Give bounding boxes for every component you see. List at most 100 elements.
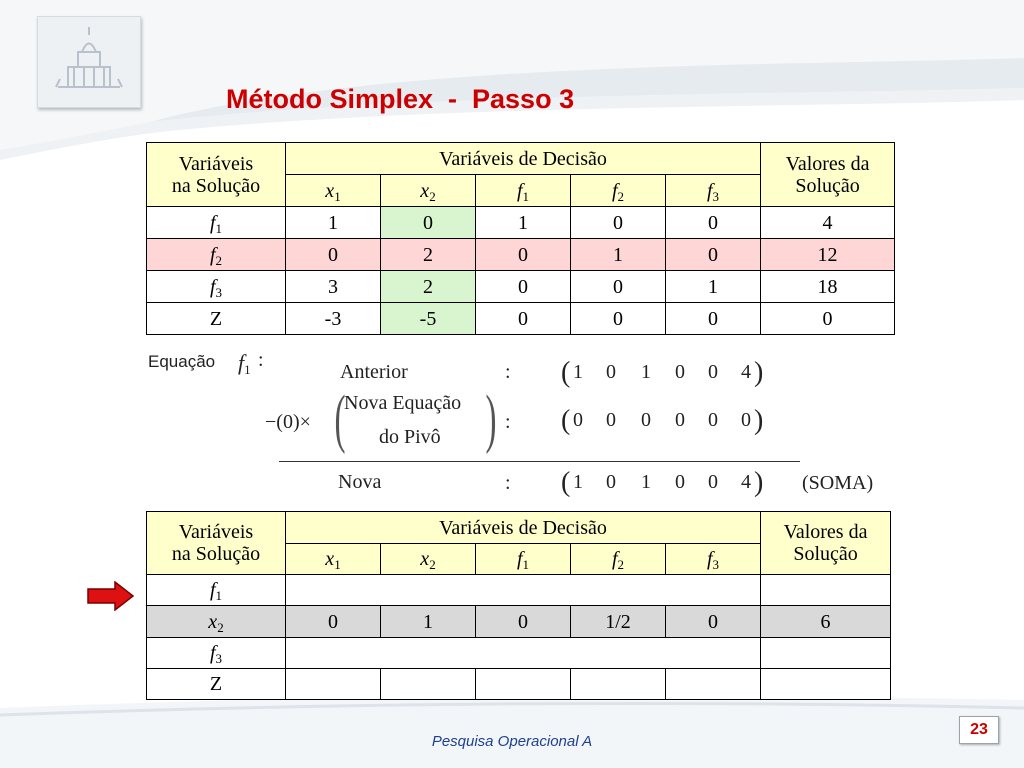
table-row: f1 1 0 1 0 0 4: [146, 206, 896, 239]
table-cell: 0: [570, 302, 666, 335]
column-header: x1: [285, 174, 381, 207]
pivot-column-cell: 0: [380, 206, 476, 239]
close-paren: ): [754, 357, 764, 388]
row-variable: Z: [146, 668, 286, 700]
pivot-value: 0: [641, 409, 651, 431]
column-header: x1: [285, 543, 381, 575]
value-cell: 6: [760, 605, 892, 638]
equation-label: Equação: [148, 352, 216, 371]
table-row: f3: [146, 637, 892, 669]
multiplier: −(0)×: [265, 411, 311, 433]
row-variable: f1: [146, 574, 286, 606]
open-paren: (: [561, 467, 571, 498]
header-decision-variables: Variáveis de Decisão: [284, 142, 762, 175]
anterior-value: 0: [675, 361, 685, 383]
column-header: f1: [475, 174, 571, 207]
nova-value: 0: [708, 471, 718, 493]
pivot-column-cell: 2: [380, 270, 476, 303]
building-icon: [55, 27, 123, 88]
pivot-row: f2 0 2 0 1 0 12: [146, 238, 896, 271]
table-cell: 1: [475, 206, 571, 239]
pivot-value: 0: [708, 409, 718, 431]
table-cell: 1: [664, 270, 762, 303]
table-cell: -3: [285, 302, 381, 335]
pivot-value: 0: [741, 409, 751, 431]
empty-cells: [284, 574, 762, 606]
new-pivot-row: x2 0 1 0 1/2 0 6: [146, 605, 892, 638]
slide-title: Método Simplex - Passo 3: [226, 84, 575, 114]
anterior-value: 0: [708, 361, 718, 383]
empty-cells: [284, 637, 762, 669]
table-row: f3 3 2 0 0 1 18: [146, 270, 896, 303]
open-big-paren: (: [334, 382, 346, 455]
table-row: f1: [146, 574, 892, 606]
table-cell: 0: [475, 302, 571, 335]
nova-value: 1: [573, 471, 583, 493]
value-cell: 12: [760, 238, 896, 271]
table-cell: [380, 668, 476, 700]
value-cell: [760, 637, 892, 669]
pivot-label-line2: do Pivô: [379, 426, 441, 448]
value-cell: [760, 668, 892, 700]
table-cell: 0: [664, 206, 762, 239]
table-cell: 1/2: [570, 605, 666, 638]
table-cell: 0: [664, 605, 762, 638]
table-cell: 0: [664, 302, 762, 335]
table-cell: 0: [475, 238, 571, 271]
table-cell: 1: [380, 605, 476, 638]
value-cell: [760, 574, 892, 606]
table-cell: 1: [570, 238, 666, 271]
anterior-value: 1: [641, 361, 651, 383]
open-paren: (: [561, 356, 571, 389]
footer-course-name: Pesquisa Operacional A: [431, 733, 593, 750]
table-cell: [475, 668, 571, 700]
close-big-paren: ): [485, 382, 497, 455]
value-cell: 4: [760, 206, 896, 239]
column-header: f3: [664, 543, 762, 575]
column-header: f2: [570, 543, 666, 575]
close-paren: ): [754, 467, 764, 498]
page-number: 23: [959, 716, 999, 744]
table-cell: 0: [475, 605, 571, 638]
anterior-value: 0: [606, 361, 616, 383]
right-arrow-icon: [87, 581, 135, 611]
column-header: f1: [475, 543, 571, 575]
table-cell: 1: [285, 206, 381, 239]
anterior-value: 4: [741, 361, 751, 383]
table-cell: 0: [285, 605, 381, 638]
column-header: f2: [570, 174, 666, 207]
row-variable: f2: [146, 238, 286, 271]
pivot-label-line1: Nova Equação: [344, 392, 462, 414]
institution-logo: [37, 16, 141, 108]
table-cell: [664, 668, 762, 700]
row-variable: f3: [146, 637, 286, 669]
soma-label: (SOMA): [802, 472, 874, 494]
close-paren: ): [754, 405, 764, 436]
nova-value: 1: [641, 471, 651, 493]
sum-divider: [279, 461, 800, 462]
header-decision-variables: Variáveis de Decisão: [284, 511, 762, 544]
colon: :: [505, 361, 511, 383]
nova-value: 0: [606, 471, 616, 493]
nova-value: 4: [741, 471, 751, 493]
pivot-cell: 2: [380, 238, 476, 271]
anterior-value: 1: [573, 361, 583, 383]
nova-value: 0: [675, 471, 685, 493]
row-variable: x2: [146, 605, 286, 638]
table-row: Z: [146, 668, 892, 700]
pivot-value: 0: [573, 409, 583, 431]
equation-colon: :: [258, 349, 264, 371]
table-cell: [570, 668, 666, 700]
colon: :: [505, 472, 511, 494]
column-header: x2: [380, 543, 476, 575]
table-row: Z -3 -5 0 0 0 0: [146, 302, 896, 335]
value-cell: 0: [760, 302, 896, 335]
pivot-value: 0: [675, 409, 685, 431]
